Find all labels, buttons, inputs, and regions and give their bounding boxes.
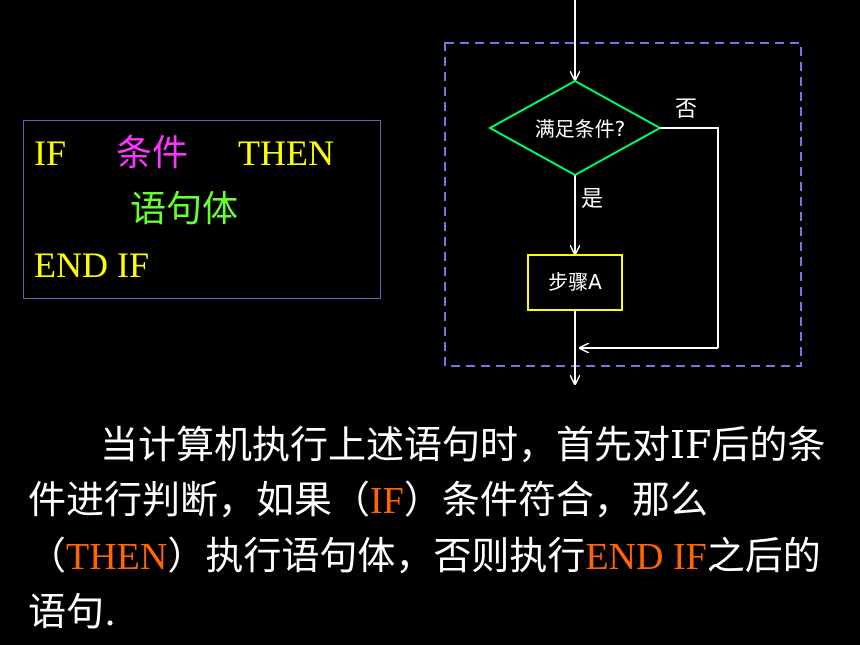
keyword-condition: 条件 xyxy=(116,133,189,173)
para-highlight-if: IF xyxy=(370,480,404,522)
keyword-then: THEN xyxy=(238,133,335,173)
no-label: 否 xyxy=(675,97,697,122)
para-highlight-then: THEN xyxy=(66,536,168,578)
keyword-end-if: END IF xyxy=(34,245,149,285)
para-text-2: IF后的条件进行判断，如果（ xyxy=(28,423,826,522)
explanation-paragraph: 当计算机执行上述语句时，首先对IF后的条件进行判断，如果（IF）条件符合，那么（… xyxy=(28,418,848,640)
keyword-if: IF xyxy=(34,133,67,173)
yes-label: 是 xyxy=(581,187,603,212)
para-text-3: ）条件符合，那么（ xyxy=(28,478,708,578)
para-highlight-end-if: END IF xyxy=(585,536,707,578)
para-text-1: 当计算机执行上述语句时，首先对 xyxy=(100,423,671,467)
code-line-if: IF 条件 THEN xyxy=(34,133,334,173)
step-label: 步骤A xyxy=(548,270,602,294)
no-branch-line xyxy=(660,127,719,348)
para-text-5: 之后的语句. xyxy=(28,534,821,634)
code-box: IF 条件 THEN 语句体 END IF xyxy=(23,120,381,299)
decision-label: 满足条件? xyxy=(535,117,626,141)
code-line-body: 语句体 xyxy=(130,189,238,229)
flow-frame xyxy=(444,42,802,367)
statement-body: 语句体 xyxy=(130,189,239,229)
para-text-4: ）执行语句体，否则执行 xyxy=(167,534,586,578)
code-line-endif: END IF xyxy=(34,245,149,285)
